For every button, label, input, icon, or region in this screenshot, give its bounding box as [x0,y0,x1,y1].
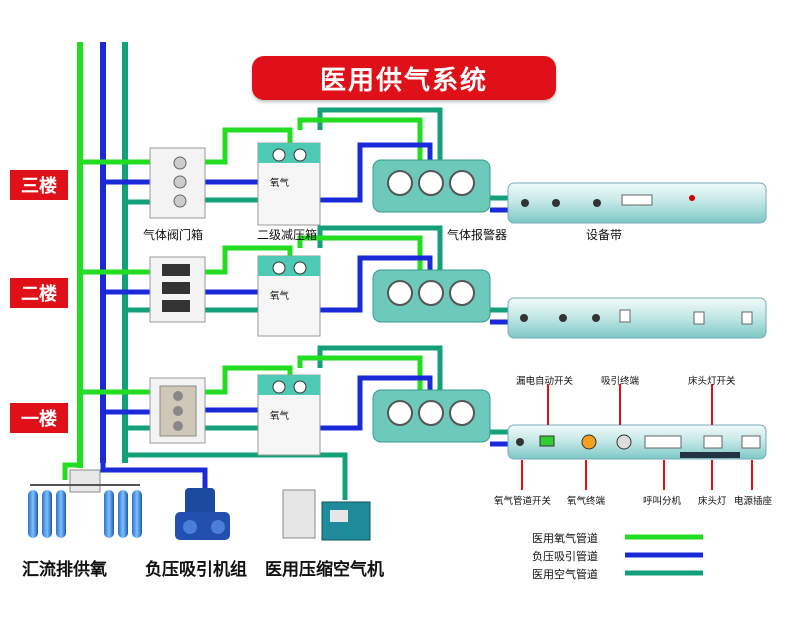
label-regulator-box: 二级减压箱 [257,228,318,242]
regulator-face-3: 氧气 [270,178,290,189]
legend-vacuum: 负压吸引管道 [532,550,598,563]
callout-leakage-switch: 漏电自动开关 [516,376,574,387]
regulator-face-1: 氧气 [270,411,290,422]
gas-alarms [372,159,491,443]
source-vacuum-unit: 负压吸引机组 [145,560,247,580]
air-compressor [282,489,371,541]
source-air-compressor: 医用压缩空气机 [265,560,384,580]
callout-power-socket: 电源插座 [734,496,773,507]
source-oxygen-manifold: 汇流排供氧 [22,560,107,580]
oxygen-cylinders [28,469,142,538]
valve-boxes [149,147,206,444]
callout-suction-terminal: 吸引终端 [601,376,640,387]
floor-label-1: 一楼 [10,403,68,433]
callout-bed-light: 床头灯 [698,496,727,507]
floor-branches [80,107,510,447]
legend-oxygen: 医用氧气管道 [532,532,598,545]
callout-oxygen-valve-switch: 氧气管道开关 [494,496,552,507]
label-valve-box: 气体阀门箱 [143,228,204,242]
regulator-face-2: 氧气 [270,291,290,302]
callout-oxygen-terminal: 氧气终端 [567,496,606,507]
label-gas-alarm: 气体报警器 [447,228,508,242]
vacuum-pump [175,488,230,540]
legend-lines [625,534,703,576]
label-equipment-band: 设备带 [586,228,623,242]
callout-bedlight-switch: 床头灯开关 [688,376,736,387]
legend-air: 医用空气管道 [532,568,598,581]
source-connections [62,440,348,500]
floor-label-3: 三楼 [10,170,68,200]
band-callout-pointers [521,384,753,490]
callout-call-extension: 呼叫分机 [643,496,682,507]
regulator-boxes [257,142,321,456]
equipment-bands [507,182,767,460]
main-risers [77,42,128,468]
floor-label-2: 二楼 [10,278,68,308]
page-title: 医用供气系统 [252,56,556,100]
